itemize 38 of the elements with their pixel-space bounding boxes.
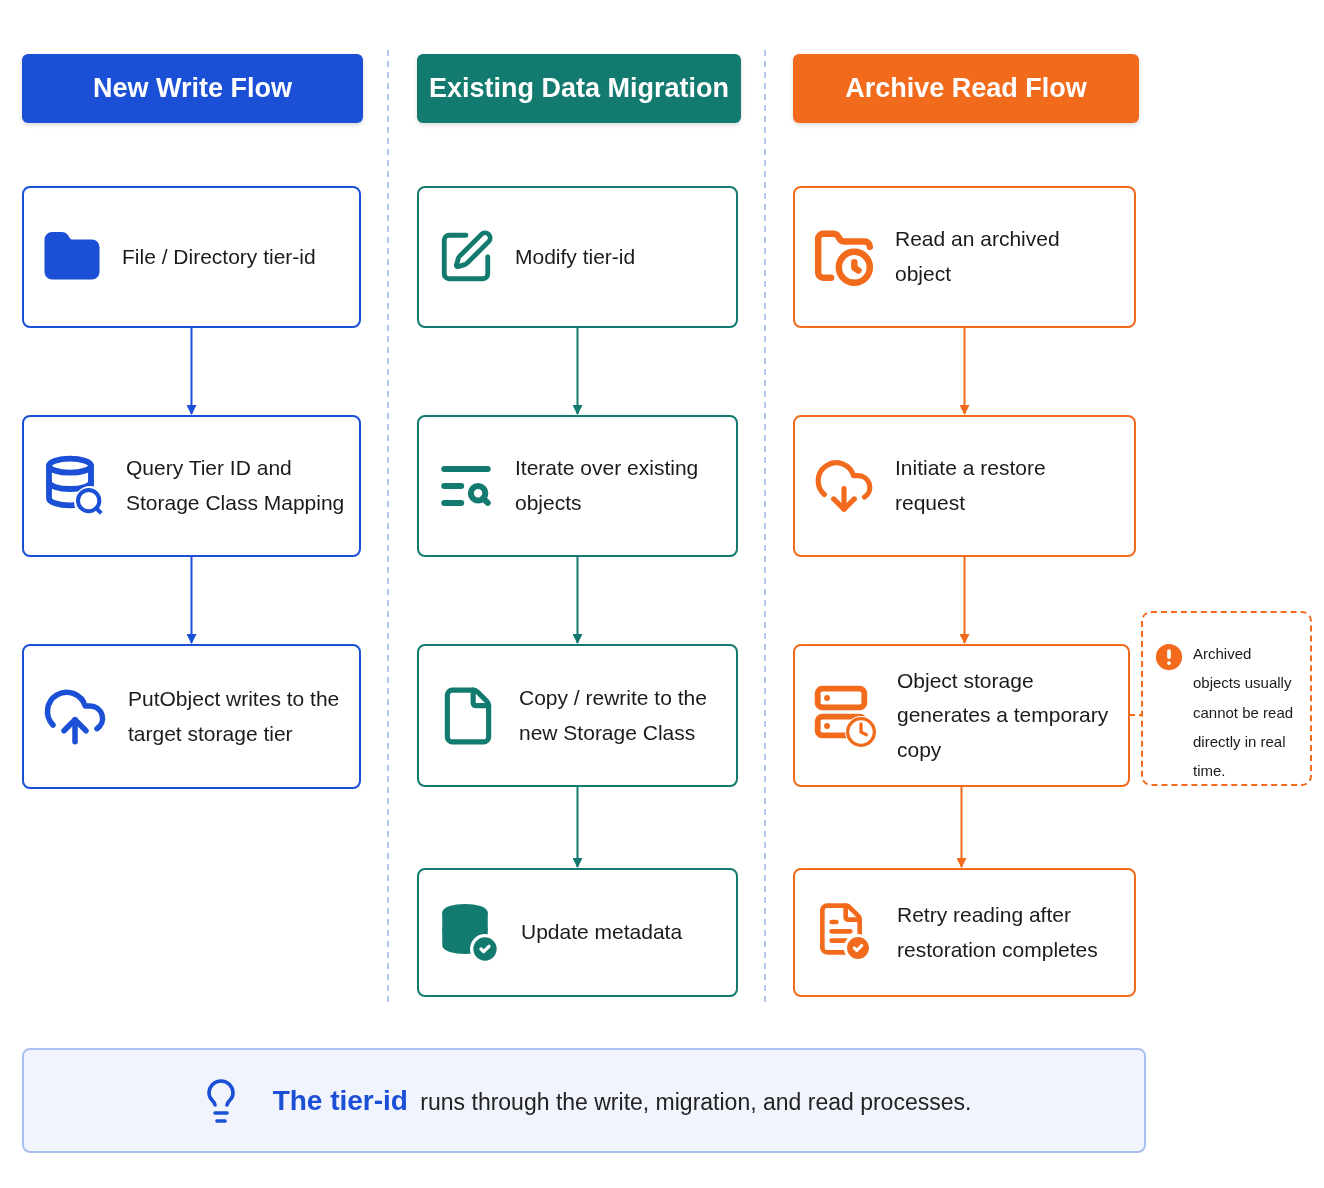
process-box	[793, 644, 1130, 787]
arrow	[572, 327, 583, 415]
step-text: Copy / rewrite to the new Storage Class	[519, 684, 708, 746]
process-box	[793, 186, 1136, 328]
arrow	[572, 786, 583, 868]
step-text: Modify tier-id	[515, 243, 636, 270]
step-text: PutObject writes to the target storage tier	[128, 685, 341, 747]
note-box	[1141, 611, 1312, 786]
arrow	[572, 556, 583, 644]
step-text: Initiate a restore request	[895, 455, 1047, 516]
process-box	[793, 415, 1136, 557]
step-text: Query Tier ID and Storage Class Mapping	[126, 455, 345, 516]
arrow	[186, 327, 197, 415]
step-text: File / Directory tier-id	[122, 243, 316, 270]
process-box	[417, 415, 738, 557]
arrow	[956, 786, 967, 868]
arrow	[959, 327, 970, 415]
note-text: Archived objects usually cannot be read directly in real time.	[1193, 644, 1295, 781]
connector-line	[1129, 714, 1142, 716]
process-box	[417, 868, 738, 997]
summary-banner	[22, 1048, 1146, 1153]
process-box	[417, 186, 738, 328]
summary-text: The tier-id runs through the write, migration, and read processes.	[272, 1084, 972, 1117]
process-box	[417, 644, 738, 787]
step-text: Object storage generates a temporary copy	[897, 667, 1110, 763]
process-box	[22, 415, 361, 557]
process-box	[22, 644, 361, 789]
column-header: Existing Data Migration	[417, 54, 741, 123]
step-text: Read an archived object	[895, 226, 1061, 287]
process-box	[793, 868, 1136, 997]
process-box	[22, 186, 361, 328]
step-text: Retry reading after restoration completes	[897, 901, 1099, 963]
arrow	[959, 556, 970, 644]
step-text: Update metadata	[521, 919, 683, 946]
column-header: New Write Flow	[22, 54, 363, 123]
column-header: Archive Read Flow	[793, 54, 1139, 123]
step-text: Iterate over existing objects	[515, 455, 700, 516]
arrow	[186, 556, 197, 644]
